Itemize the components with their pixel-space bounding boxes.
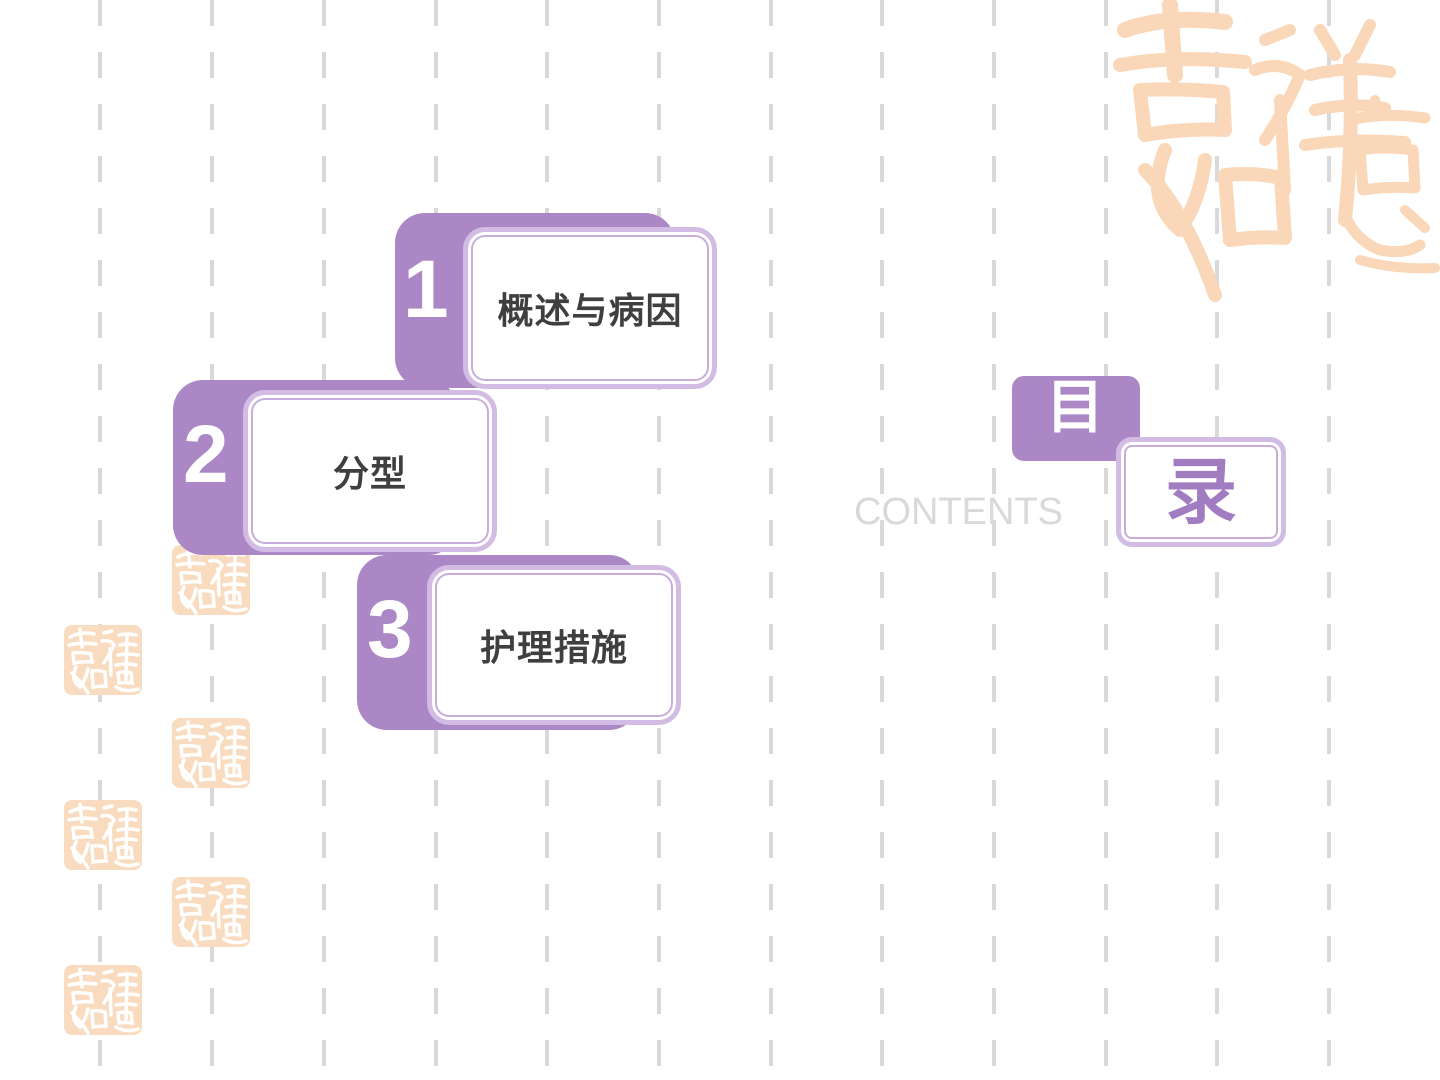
guide-line	[880, 0, 884, 1080]
menu-item-number: 3	[367, 584, 413, 675]
guide-line	[1104, 0, 1108, 1080]
auspicious-seal-icon	[172, 718, 250, 788]
menu-item-card: 护理措施	[427, 565, 681, 725]
title-char-lu: 录	[1164, 449, 1237, 534]
guide-line	[992, 0, 996, 1080]
calligraphy-jixiangruyi-icon	[1105, 0, 1440, 305]
auspicious-seal-icon	[64, 800, 142, 870]
title-card	[1116, 437, 1286, 547]
menu-item-label: 概述与病因	[497, 291, 683, 332]
guide-line	[769, 0, 773, 1080]
menu-item-label: 护理措施	[479, 628, 628, 669]
menu-item-2[interactable]: 2 分型	[173, 380, 497, 555]
menu-item-card: 分型	[243, 390, 497, 552]
menu-item-label: 分型	[332, 454, 407, 495]
contents-subtitle: CONTENTS	[854, 491, 1063, 533]
menu-item-number: 1	[403, 244, 449, 335]
title-char-mu: 目	[1045, 373, 1104, 441]
guide-line	[657, 0, 661, 1080]
menu-item-1[interactable]: 1 概述与病因	[395, 213, 717, 389]
guide-line	[545, 0, 549, 1080]
auspicious-seal-icon	[64, 625, 142, 695]
guide-line	[1327, 0, 1331, 1080]
auspicious-seal-icon	[172, 545, 250, 615]
auspicious-seal-icon	[64, 965, 142, 1035]
auspicious-seal-icon	[172, 877, 250, 947]
menu-item-card: 概述与病因	[463, 227, 717, 389]
guide-line	[98, 0, 102, 1080]
menu-item-number: 2	[183, 409, 229, 500]
menu-item-3[interactable]: 3 护理措施	[357, 555, 681, 730]
